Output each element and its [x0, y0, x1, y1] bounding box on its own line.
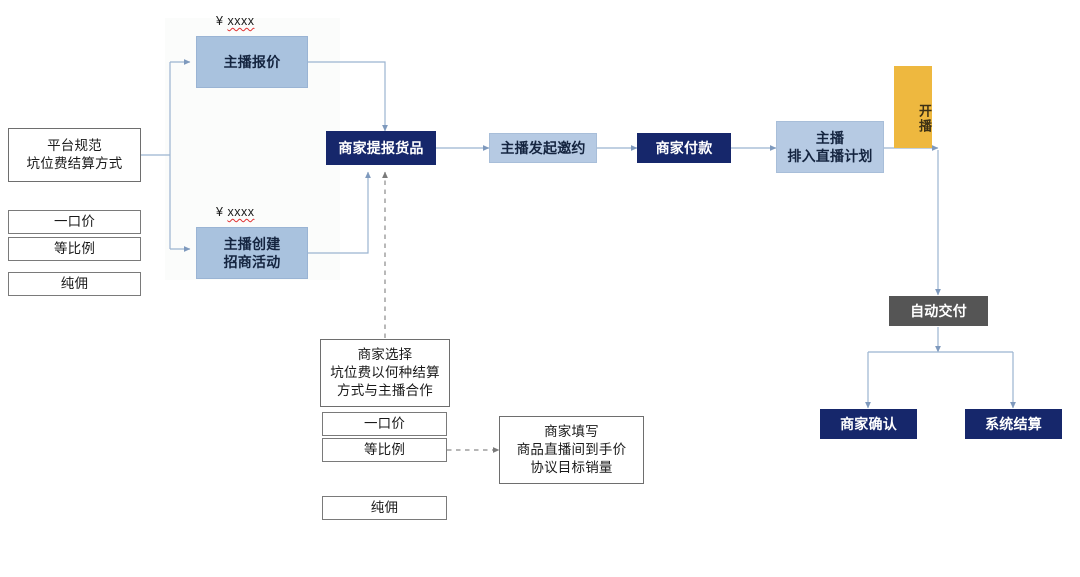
node-platform-rules-label: 平台规范 坑位费结算方式	[26, 138, 123, 171]
price-campaign-currency: ¥	[216, 205, 224, 219]
node-anchor-schedule-label: 主播 排入直播计划	[787, 129, 873, 164]
price-quote-amount: xxxx	[227, 14, 255, 28]
node-bottom-option-fixed-price-label: 一口价	[363, 416, 406, 432]
node-anchor-quote[interactable]: 主播报价	[196, 36, 308, 88]
node-bottom-option-fixed-price[interactable]: 一口价	[322, 412, 447, 436]
price-campaign-amount: xxxx	[227, 205, 255, 219]
node-system-settle-label: 系统结算	[985, 415, 1042, 432]
node-merchant-submit-label: 商家提报货品	[338, 139, 424, 156]
node-bottom-option-proportional[interactable]: 等比例	[322, 438, 447, 462]
node-platform-rules[interactable]: 平台规范 坑位费结算方式	[8, 128, 141, 182]
node-merchant-submit[interactable]: 商家提报货品	[326, 131, 436, 165]
node-go-live[interactable]: 开播	[894, 66, 932, 148]
node-bottom-option-commission[interactable]: 纯佣	[322, 496, 447, 520]
node-anchor-quote-label: 主播报价	[223, 53, 281, 70]
node-go-live-label: 开播	[917, 104, 932, 134]
node-merchant-confirm-label: 商家确认	[840, 415, 897, 432]
node-merchant-fill[interactable]: 商家填写 商品直播间到手价 协议目标销量	[499, 416, 644, 484]
node-anchor-invite-label: 主播发起邀约	[500, 139, 586, 156]
node-merchant-choice-label: 商家选择 坑位费以何种结算 方式与主播合作	[330, 347, 440, 398]
node-anchor-campaign-label: 主播创建 招商活动	[223, 235, 281, 270]
node-left-option-commission[interactable]: 纯佣	[8, 272, 141, 296]
node-anchor-invite[interactable]: 主播发起邀约	[489, 133, 597, 163]
node-system-settle[interactable]: 系统结算	[965, 409, 1062, 439]
node-left-option-proportional-label: 等比例	[53, 241, 96, 257]
node-auto-deliver-label: 自动交付	[910, 302, 967, 319]
node-left-option-proportional[interactable]: 等比例	[8, 237, 141, 261]
node-merchant-choice[interactable]: 商家选择 坑位费以何种结算 方式与主播合作	[320, 339, 450, 407]
node-merchant-pay[interactable]: 商家付款	[637, 133, 731, 163]
node-left-option-fixed-price-label: 一口价	[53, 214, 96, 230]
node-bottom-option-commission-label: 纯佣	[370, 500, 399, 516]
node-merchant-confirm[interactable]: 商家确认	[820, 409, 917, 439]
node-anchor-campaign[interactable]: 主播创建 招商活动	[196, 227, 308, 279]
node-anchor-schedule[interactable]: 主播 排入直播计划	[776, 121, 884, 173]
node-auto-deliver[interactable]: 自动交付	[889, 296, 988, 326]
annotation-price-quote: ¥ xxxx	[216, 14, 254, 28]
node-merchant-fill-label: 商家填写 商品直播间到手价 协议目标销量	[516, 424, 627, 475]
price-quote-currency: ¥	[216, 14, 224, 28]
node-left-option-commission-label: 纯佣	[60, 276, 89, 292]
annotation-price-campaign: ¥ xxxx	[216, 205, 254, 219]
node-left-option-fixed-price[interactable]: 一口价	[8, 210, 141, 234]
node-bottom-option-proportional-label: 等比例	[363, 442, 406, 458]
node-merchant-pay-label: 商家付款	[655, 139, 713, 156]
